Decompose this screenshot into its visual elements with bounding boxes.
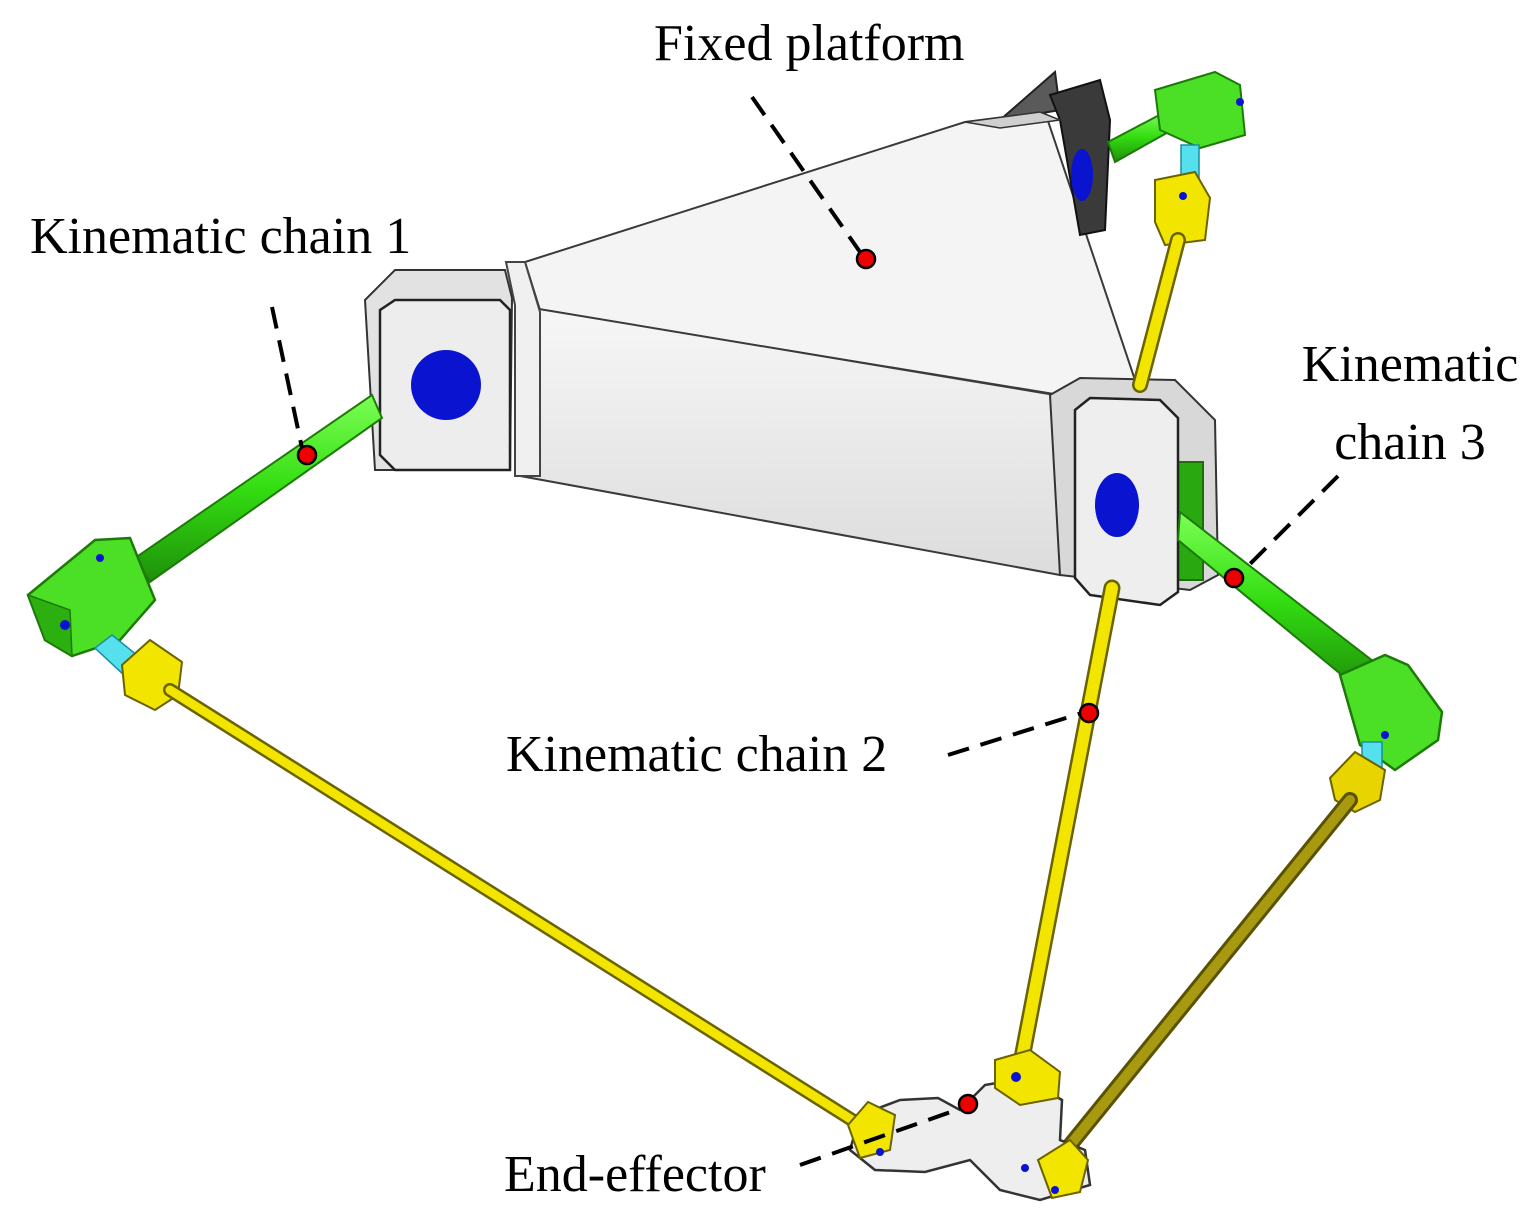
chain1-arm-pin2-icon: [96, 554, 104, 562]
fixed-platform: [363, 70, 1220, 607]
chain1-arm-pin-icon: [60, 620, 70, 630]
marker-fixed-platform: [855, 248, 877, 270]
kinematic-chain-2: [1013, 70, 1247, 1067]
leader-lines: [270, 95, 1340, 1167]
rear-bracket-front: [964, 111, 1063, 129]
label-end-effector: End-effector: [504, 1146, 766, 1203]
right-joint-icon: [1095, 473, 1139, 537]
markers: [296, 248, 1245, 1115]
end-effector-body: [848, 1076, 1092, 1202]
left-joint-icon: [411, 350, 481, 420]
platform-collar: [504, 261, 541, 477]
chain2-link-lower-fill: [1016, 582, 1118, 1064]
chain2-upper-pin-icon: [1179, 192, 1187, 200]
end-effector-top-pin-icon: [1011, 1072, 1021, 1082]
label-fixed-platform: Fixed platform: [654, 15, 965, 72]
chain1-arm: [133, 393, 384, 584]
kinematic-chain-3: [1050, 510, 1444, 1168]
leader-chain2: [947, 710, 1086, 757]
chain2-arm-pin-icon: [1236, 98, 1244, 106]
chain3-arm-pin-icon: [1381, 731, 1389, 739]
end-effector: [846, 1048, 1092, 1202]
label-kinematic-chain-3-line1: Kinematic: [1301, 336, 1519, 393]
chain2-link-upper-fill: [1134, 234, 1184, 391]
end-effector-right-pin2-icon: [1021, 1164, 1029, 1172]
end-effector-right-mount: [1036, 1138, 1090, 1200]
end-effector-right-pin-icon: [1051, 1186, 1059, 1194]
label-kinematic-chain-2: Kinematic chain 2: [506, 726, 888, 783]
marker-chain3: [1223, 567, 1245, 589]
chain1-arm-block-side: [26, 593, 73, 658]
marker-chain1: [296, 444, 318, 466]
kinematic-chain-1: [26, 393, 867, 1132]
rear-joint-icon: [1071, 149, 1093, 201]
marker-end-effector: [957, 1093, 979, 1115]
end-effector-left-mount: [846, 1100, 897, 1160]
marker-chain2: [1078, 702, 1100, 724]
leader-chain1: [270, 306, 304, 449]
label-kinematic-chain-3-line2: chain 3: [1334, 414, 1486, 471]
label-kinematic-chain-1: Kinematic chain 1: [30, 208, 412, 265]
chain2-upper-joint: [1154, 170, 1212, 247]
chain1-link-fill: [165, 685, 865, 1130]
end-effector-left-pin-icon: [876, 1148, 884, 1156]
leader-fixed-platform: [750, 95, 862, 254]
leader-chain3: [1236, 474, 1340, 578]
leader-end-effector: [799, 1106, 963, 1167]
end-effector-top-mount: [994, 1048, 1062, 1107]
chain2-arm-bracket: [1153, 70, 1247, 150]
chain3-link-fill: [1053, 795, 1355, 1165]
